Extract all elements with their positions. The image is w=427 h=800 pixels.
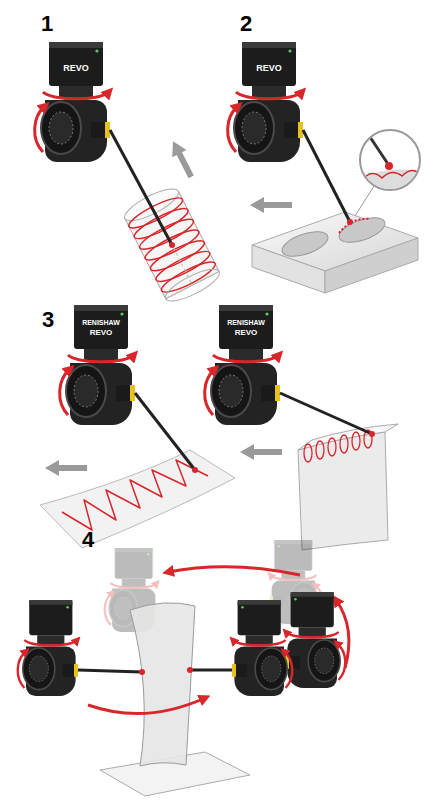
probe-head xyxy=(18,600,78,696)
brand-logo: REVO xyxy=(256,64,282,73)
motion-arrow xyxy=(168,567,300,575)
brand-logo: REVO xyxy=(90,329,113,337)
sheet-surface xyxy=(40,450,235,548)
direction-arrow xyxy=(250,197,292,213)
direction-arrow xyxy=(240,444,282,460)
probe-head xyxy=(232,600,292,696)
stylus-tip xyxy=(369,431,375,437)
stylus xyxy=(78,670,142,672)
stylus xyxy=(135,393,195,470)
scan-loop xyxy=(316,441,324,459)
stylus xyxy=(280,393,372,434)
probe-head xyxy=(228,42,303,162)
panel-number: 3 xyxy=(42,309,54,331)
panel-number: 1 xyxy=(41,13,53,35)
scan-loop xyxy=(340,435,348,453)
stylus-tip xyxy=(347,219,353,225)
turbine-blade xyxy=(130,603,195,766)
scan-loop xyxy=(352,432,360,450)
scan-loop xyxy=(304,444,312,462)
blade-block xyxy=(298,432,388,550)
cylinder-bore xyxy=(336,213,388,248)
stylus-tip xyxy=(139,669,145,675)
magnifier-leader xyxy=(355,186,374,216)
scan-path xyxy=(339,219,370,233)
cylinder-bore xyxy=(279,227,331,262)
stylus-tip xyxy=(192,467,198,473)
brand-logo: RENISHAW xyxy=(227,319,265,326)
brand-logo: RENISHAW xyxy=(82,319,120,326)
cylinder-end xyxy=(162,263,224,306)
stylus-tip xyxy=(385,162,393,170)
bore-wall xyxy=(360,170,425,195)
probe-head xyxy=(285,592,345,688)
stylus xyxy=(190,669,232,672)
stylus xyxy=(303,130,350,222)
direction-arrow xyxy=(166,138,198,181)
brand-logo: REVO xyxy=(63,64,89,73)
engine-block-side xyxy=(325,238,418,293)
probe-head xyxy=(35,42,110,162)
probe-head xyxy=(205,305,280,425)
scan-loop xyxy=(328,438,336,456)
direction-arrow xyxy=(45,460,87,476)
panel-number: 2 xyxy=(240,13,252,35)
brand-logo: REVO xyxy=(235,329,258,337)
stylus xyxy=(110,130,172,245)
stylus-tip xyxy=(187,667,193,673)
scan-path xyxy=(362,170,420,180)
panel-number: 4 xyxy=(82,529,94,551)
helix-path xyxy=(142,225,202,265)
stylus xyxy=(368,134,388,164)
stylus-tip xyxy=(169,242,175,248)
motion-arrow xyxy=(88,698,205,714)
probe-head xyxy=(60,305,135,425)
